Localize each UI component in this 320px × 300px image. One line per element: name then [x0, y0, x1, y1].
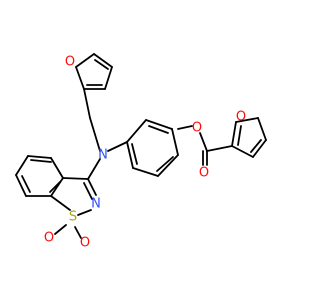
- bond: [126, 141, 134, 169]
- atom-label-oxygen: O: [236, 110, 246, 125]
- bond-s-o: [54, 224, 67, 235]
- bond-ch2-n: [89, 117, 101, 152]
- bond: [75, 66, 85, 90]
- atom-label-oxygen: O: [192, 121, 202, 136]
- atom-n-amine: N: [98, 148, 108, 163]
- double-bond: [156, 156, 174, 172]
- atom-label-oxygen: O: [199, 166, 209, 181]
- bond: [235, 117, 259, 123]
- atom-label-sulfur: S: [69, 210, 77, 225]
- atom-label-oxygen: O: [80, 236, 90, 251]
- bond: [50, 157, 64, 179]
- atom-label-oxygen: O: [44, 231, 54, 246]
- bond: [62, 177, 89, 180]
- bond: [132, 167, 159, 177]
- benzene-ring: [126, 119, 179, 177]
- double-bond-cn: [83, 182, 93, 200]
- double-bond: [30, 159, 52, 163]
- bond: [145, 119, 173, 130]
- isothiazole-ring: [50, 177, 97, 216]
- bond: [126, 119, 147, 143]
- bond: [75, 53, 95, 68]
- atom-label-oxygen: O: [65, 55, 75, 70]
- atom-o-furan-right: O: [236, 110, 246, 125]
- double-bond: [250, 139, 262, 153]
- atom-n-ring: N: [91, 197, 101, 212]
- bond: [15, 155, 29, 176]
- atom-label-nitrogen: N: [91, 197, 101, 212]
- atom-o-carbonyl: O: [199, 166, 209, 181]
- bond-o-c: [199, 132, 208, 152]
- bond: [171, 128, 179, 156]
- benzo-ring: [15, 155, 64, 197]
- atom-label-nitrogen: N: [98, 148, 108, 163]
- bond: [15, 174, 27, 197]
- furan-ring-right: [231, 117, 267, 158]
- bond: [252, 139, 267, 158]
- bond: [231, 145, 254, 158]
- bond-c-furan: [206, 145, 233, 152]
- bond: [104, 66, 113, 90]
- structure-diagram: O N O O O N S O O: [15, 53, 267, 251]
- double-bond: [21, 175, 31, 193]
- bond-s-c: [50, 195, 71, 211]
- bond: [231, 121, 237, 147]
- molecule-canvas: O N O O O N S O O: [15, 53, 267, 251]
- bond-n-s: [77, 209, 92, 216]
- bond: [27, 155, 52, 159]
- bond: [50, 177, 64, 197]
- furan-ring-top: [75, 53, 113, 90]
- bond-n-c3: [87, 158, 101, 180]
- bond: [93, 53, 113, 68]
- double-bond: [49, 181, 61, 193]
- bond: [157, 154, 179, 177]
- bond-ch2: [83, 88, 91, 119]
- double-bond: [94, 59, 109, 70]
- atom-o-furan-top: O: [65, 55, 75, 70]
- bond-n-aryl: [107, 141, 128, 152]
- bond-aryl-o: [177, 125, 193, 130]
- bond: [257, 117, 267, 141]
- double-bond: [148, 125, 169, 134]
- atom-o-sulfonyl-a: O: [44, 231, 54, 246]
- atom-o-sulfonyl-b: O: [80, 236, 90, 251]
- double-bond: [131, 143, 138, 165]
- double-bond: [237, 125, 242, 146]
- atom-s-ring: S: [69, 210, 77, 225]
- bond-s-o: [74, 226, 82, 239]
- atom-o-ester: O: [192, 121, 202, 136]
- double-bond-cn: [87, 178, 97, 196]
